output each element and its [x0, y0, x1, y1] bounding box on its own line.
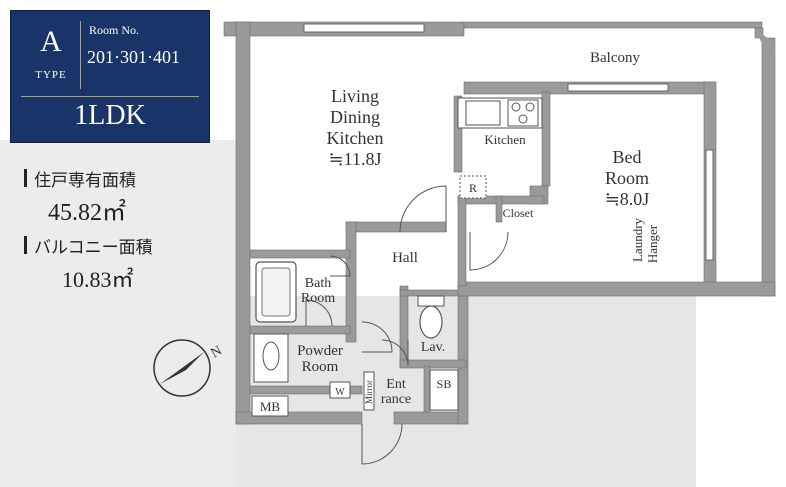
exclusive-area-value: 45.82㎡	[48, 200, 126, 226]
fridge-label: R	[469, 181, 477, 195]
hanger-label: Hanger	[645, 224, 660, 263]
entrance-label-2: rance	[381, 392, 411, 407]
door-swing	[399, 185, 447, 233]
burner	[518, 114, 528, 124]
door-swing	[381, 339, 409, 367]
washer-label: W	[335, 387, 345, 398]
washbasin-bowl	[262, 341, 280, 371]
type-badge: A TYPE Room No. 201·301·401 1LDK	[10, 10, 210, 143]
door-swing	[329, 255, 351, 277]
wall	[423, 365, 431, 413]
hall-label: Hall	[392, 250, 418, 266]
door-swing	[361, 423, 403, 465]
closet-label: Closet	[503, 206, 534, 220]
meter-box	[251, 395, 289, 417]
room-no-value: 201·301·401	[87, 47, 180, 67]
exclusive-area-marker	[24, 169, 27, 187]
wall	[249, 325, 351, 335]
wall	[457, 281, 776, 297]
walls	[223, 21, 776, 425]
exclusive-area-label: 住戸専有面積	[34, 171, 136, 191]
mirror	[363, 371, 375, 411]
wall	[463, 21, 763, 29]
door-swing	[469, 231, 509, 271]
laundry-label: Laundry	[630, 217, 645, 262]
wall	[399, 285, 409, 367]
type-label: TYPE	[35, 69, 67, 81]
powder-label-2: Room	[302, 359, 339, 375]
balcony-area-label: バルコニー面積	[34, 238, 153, 258]
sink	[465, 100, 501, 126]
lav-label: Lav.	[421, 340, 445, 355]
balcony-area-marker	[24, 236, 27, 254]
sb-label: SB	[437, 377, 452, 391]
bath-label-1: Bath	[305, 276, 331, 291]
wall	[541, 91, 551, 187]
window	[567, 83, 669, 92]
windows	[303, 23, 714, 261]
wall	[249, 249, 351, 259]
wall	[345, 221, 447, 233]
bath-label-2: Room	[301, 291, 335, 306]
door-swing	[361, 321, 393, 353]
left-background	[0, 140, 236, 487]
ldk-label-4: ≒11.8J	[329, 149, 382, 169]
wall	[457, 281, 469, 425]
wall	[249, 385, 363, 395]
kitchen-label: Kitchen	[484, 132, 526, 147]
room-no-label: Room No.	[89, 23, 140, 37]
badge-divider-horizontal	[21, 96, 199, 97]
ldk-label-3: Kitchen	[327, 128, 384, 148]
compass-icon: N	[153, 339, 225, 397]
wall	[235, 21, 251, 425]
window	[303, 23, 425, 33]
wall	[457, 195, 467, 287]
bed-label-1: Bed	[613, 147, 642, 167]
wall	[399, 289, 459, 297]
wall	[453, 95, 463, 173]
badge-divider-vertical	[80, 21, 81, 89]
balcony-area-value: 10.83㎡	[62, 267, 134, 292]
bathtub-inner	[261, 267, 291, 317]
window	[705, 149, 714, 261]
ldk-label-1: Living	[331, 86, 379, 106]
burner	[511, 102, 521, 112]
fridge-space	[459, 175, 487, 199]
wall	[399, 359, 467, 369]
wall	[495, 195, 503, 223]
wall	[393, 411, 467, 425]
door-swing	[305, 299, 333, 327]
ldk-label-2: Dining	[330, 107, 380, 127]
layout-type: 1LDK	[74, 100, 146, 131]
powder-label-1: Powder	[297, 343, 343, 359]
compass-north-label: N	[209, 343, 225, 361]
door-swings	[305, 185, 509, 465]
shoe-box	[429, 369, 459, 411]
entrance-label-1: Ent	[386, 377, 406, 392]
balcony-label: Balcony	[590, 50, 640, 66]
stove	[507, 99, 539, 127]
toilet	[419, 305, 443, 339]
bed-label-2: Room	[605, 168, 649, 188]
room-labels: Balcony Living Dining Kitchen ≒11.8J Kit…	[260, 50, 660, 414]
washer	[329, 381, 351, 399]
wall	[761, 37, 776, 297]
type-letter: A	[40, 25, 62, 58]
mirror-label: Mirror	[364, 380, 374, 404]
burner	[525, 102, 535, 112]
wall	[345, 221, 357, 343]
mb-label: MB	[260, 399, 281, 414]
bed-label-3: ≒8.0J	[605, 189, 650, 209]
toilet-tank	[417, 295, 445, 307]
balcony-corner-wall	[755, 28, 775, 58]
